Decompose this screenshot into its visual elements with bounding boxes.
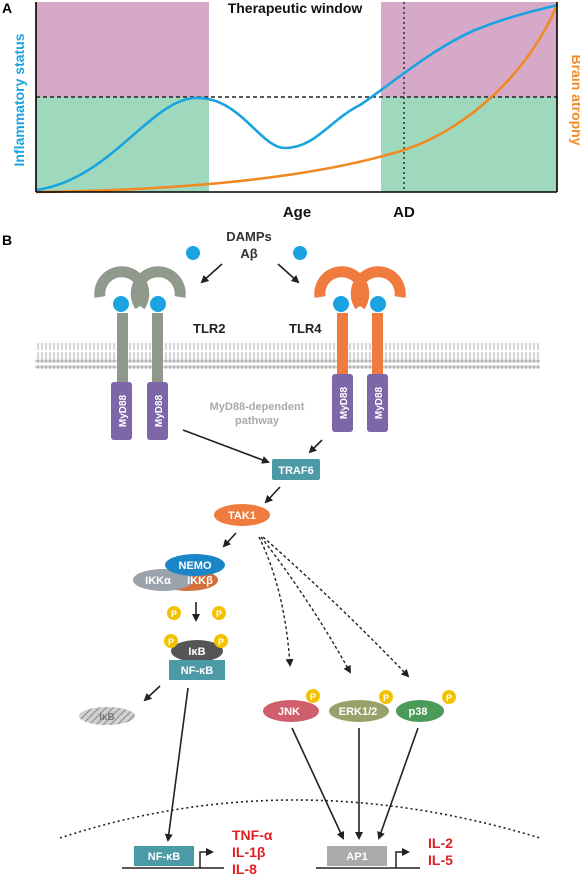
ikkb-label: IKKβ (187, 575, 213, 587)
svg-text:P: P (310, 692, 316, 702)
svg-text:AP1: AP1 (346, 851, 367, 863)
dashed-arrow-tak1-p38 (262, 536, 410, 678)
tak1-oval: TAK1 (214, 504, 270, 526)
nuclear-envelope (59, 799, 541, 839)
myd88-tlr4-b: MyD88 (367, 374, 388, 432)
damps-label: DAMPs (226, 229, 272, 244)
svg-text:TRAF6: TRAF6 (278, 465, 313, 477)
tlr2-label: TLR2 (193, 321, 226, 336)
myd88-tlr4-a: MyD88 (332, 374, 353, 432)
ligand-right (293, 246, 307, 260)
arrow-jnk-ap1 (291, 727, 345, 840)
cytokine-il8: IL-8 (232, 861, 257, 877)
ikb-degraded: IκB (79, 707, 135, 725)
band-lower-right (381, 97, 557, 192)
arrow-ligand-tlr4 (277, 263, 300, 284)
arrow-traf6-tak1 (264, 486, 281, 504)
svg-text:P: P (171, 609, 177, 619)
pathway-label-line2: pathway (235, 415, 280, 427)
panel-a-label: A (2, 0, 12, 16)
svg-text:MyD88: MyD88 (374, 386, 385, 419)
svg-text:ERK1/2: ERK1/2 (339, 706, 378, 718)
arrow-myd88-traf6-left (182, 429, 270, 464)
phospho-ikb-4: P (214, 634, 228, 648)
svg-text:TAK1: TAK1 (228, 510, 256, 522)
svg-text:P: P (383, 693, 389, 703)
phospho-ikb-3: P (164, 634, 178, 648)
pathway-label-line1: MyD88-dependent (210, 401, 305, 413)
ikk-complex: NEMO IKKα IKKβ (133, 554, 225, 591)
x-label-age: Age (283, 204, 311, 221)
svg-text:IκB: IκB (99, 712, 115, 723)
atrophy-curve (35, 4, 559, 194)
tlr4-label: TLR4 (289, 321, 322, 336)
band-upper-left (36, 2, 209, 97)
phospho-p38: p38 P (442, 690, 456, 704)
svg-text:MyD88: MyD88 (339, 386, 350, 419)
svg-text:MyD88: MyD88 (154, 394, 165, 427)
inflammation-curve (35, 3, 558, 192)
nemo-label: NEMO (179, 560, 212, 572)
arrow-ikb-degradation (143, 685, 161, 702)
dashed-arrow-tak1-jnk (258, 536, 294, 667)
phospho-jnk: P (306, 689, 320, 703)
svg-text:NF-κB: NF-κB (181, 665, 213, 677)
arrow-p38-ap1 (377, 727, 419, 840)
svg-text:NF-κB: NF-κB (148, 851, 180, 863)
svg-text:P: P (446, 693, 452, 703)
phospho-ikb-1: P (167, 606, 181, 620)
cytokine-il2: IL-2 (428, 835, 453, 851)
tlr2-receptor (94, 266, 186, 387)
panel-b-label: B (2, 232, 12, 248)
ikka-label: IKKα (145, 575, 171, 587)
chart-a (35, 2, 559, 194)
ikb-oval: IκB (171, 640, 223, 662)
phospho-erk: P (379, 690, 393, 704)
svg-text:IκB: IκB (188, 646, 205, 658)
arrow-ligand-tlr2 (200, 263, 223, 284)
p38-oval: p38 (396, 700, 444, 722)
band-upper-right (381, 2, 557, 97)
cytokine-il1b: IL-1β (232, 844, 266, 860)
svg-text:p38: p38 (409, 706, 428, 718)
therapeutic-window-title: Therapeutic window (228, 0, 363, 16)
svg-text:P: P (168, 637, 174, 647)
myd88-tlr2-b: MyD88 (147, 382, 168, 440)
dashed-arrow-tak1-erk (260, 536, 351, 674)
y-label-atrophy: Brain atrophy (569, 54, 580, 145)
arrow-myd88-traf6-right (308, 439, 323, 454)
jnk-oval: JNK (263, 700, 319, 722)
svg-text:MyD88: MyD88 (118, 394, 129, 427)
tlr4-receptor (314, 266, 406, 379)
phospho-ikb-2: P (212, 606, 226, 620)
cytokine-tnfa: TNF-α (232, 827, 273, 843)
y-label-inflammatory: Inflammatory status (11, 33, 27, 166)
arrow-tak1-ikk (222, 532, 237, 548)
svg-text:P: P (216, 609, 222, 619)
svg-text:JNK: JNK (278, 706, 300, 718)
abeta-label: Aβ (240, 246, 257, 261)
x-label-ad: AD (393, 204, 415, 221)
erk-oval: ERK1/2 (329, 700, 389, 722)
cytokine-il5: IL-5 (428, 852, 453, 868)
ligand-left (186, 246, 200, 260)
dna-strand-left (122, 848, 214, 869)
dna-strand-right (316, 848, 410, 869)
nfkb-nuclear-box: NF-κB (134, 846, 194, 866)
cell-membrane (35, 343, 540, 369)
ap1-box: AP1 (327, 846, 387, 866)
traf6-box: TRAF6 (272, 459, 320, 480)
nfkb-box: NF-κB (169, 660, 225, 680)
myd88-tlr2-a: MyD88 (111, 382, 132, 440)
svg-text:P: P (218, 637, 224, 647)
arrow-nfkb-nucleus (164, 687, 189, 842)
